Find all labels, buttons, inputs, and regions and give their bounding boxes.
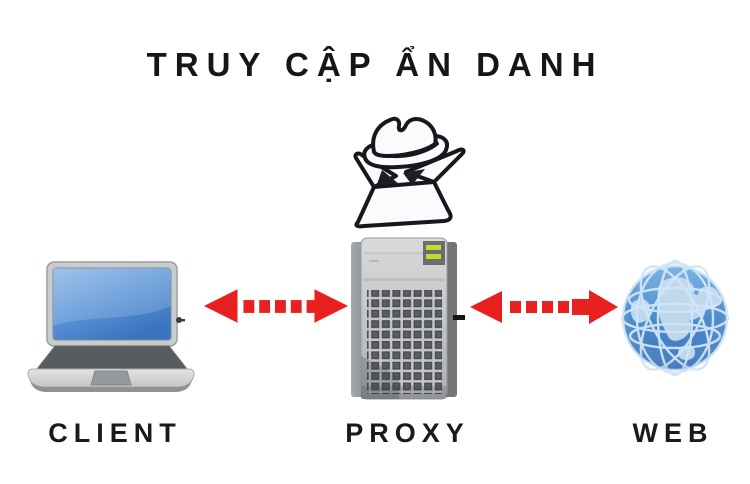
laptop-icon — [25, 261, 197, 394]
web-label: WEB — [632, 418, 714, 448]
server-icon — [349, 236, 467, 402]
proxy-web-arrow-icon — [468, 288, 618, 326]
client-label: CLIENT — [48, 418, 182, 448]
spy-incognito-icon — [340, 110, 470, 229]
globe-icon — [617, 250, 737, 392]
client-proxy-arrow-icon — [202, 286, 350, 326]
proxy-label: PROXY — [345, 418, 470, 448]
page-title: TRUY CẬP ẨN DANH — [146, 46, 604, 83]
